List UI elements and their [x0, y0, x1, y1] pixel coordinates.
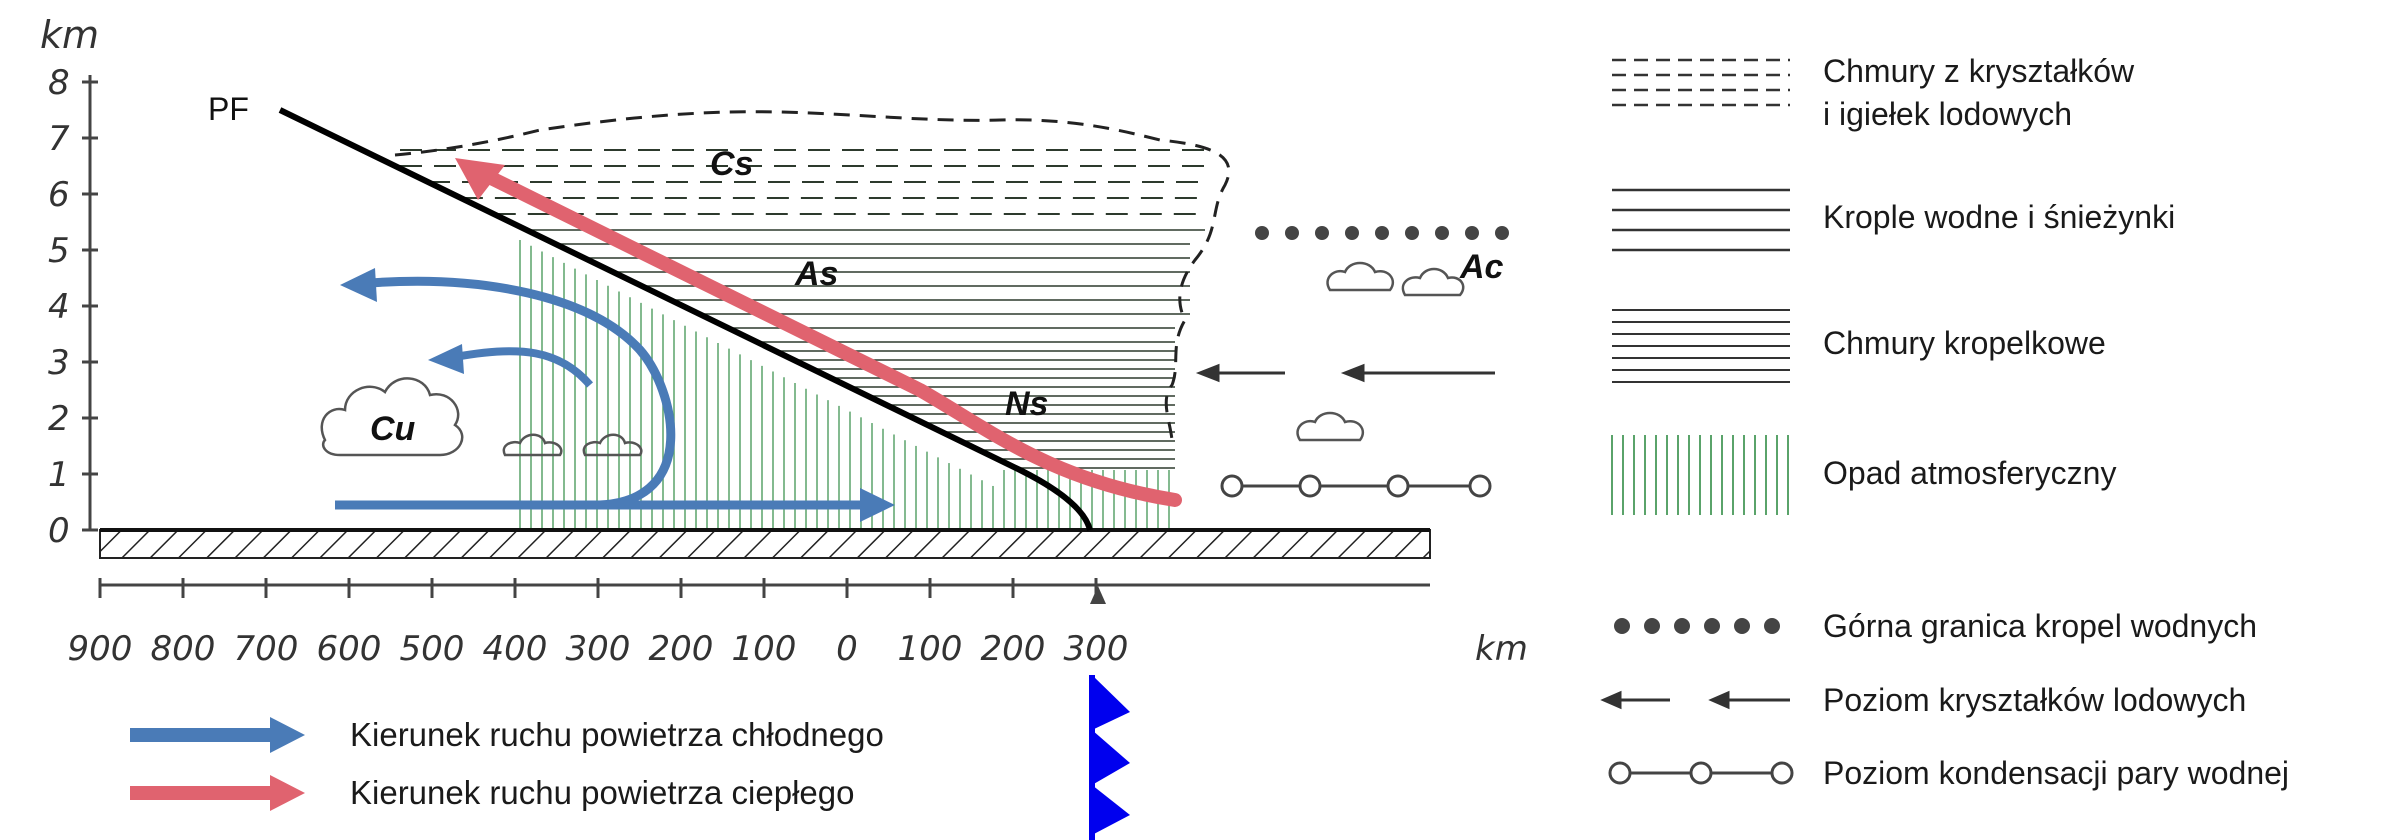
x-tick-label: 900 [68, 629, 133, 669]
x-tick-label: 100 [898, 629, 963, 669]
x-tick-label: 0 [836, 629, 858, 669]
legend-item-precip: Opad atmosferyczny [1823, 455, 2116, 491]
cloud-outline [394, 110, 1231, 441]
cirrostratus-label: Cs [710, 145, 753, 183]
bottom-legend: Kierunek ruchu powietrza chłodnego Kieru… [130, 716, 884, 811]
x-tick-label: 700 [234, 629, 299, 669]
warm-air-arrow-path [478, 168, 1182, 507]
y-tick-label: 6 [48, 175, 70, 215]
x-tick-label: 500 [400, 629, 465, 669]
legend-item-condensation: Poziom kondensacji pary wodnej [1823, 755, 2289, 791]
x-axis-ticks: 900 800 700 600 500 400 300 200 100 0 100 200 300 [68, 578, 1129, 669]
condensation-level-row [1220, 474, 1492, 498]
legend-item-ice-cloud-line1: Chmury z kryształków [1823, 53, 2135, 89]
legend-droplet-cloud-swatch [1612, 309, 1790, 383]
y-axis-ticks: 0 1 2 3 4 5 6 7 8 [48, 63, 98, 551]
right-legend: Chmury z kryształków i igiełek lodowych … [1600, 53, 2289, 791]
ice-level-arrows [1195, 363, 1495, 383]
legend-item-droplet-cloud: Chmury kropelkowe [1823, 325, 2106, 361]
y-tick-label: 3 [48, 343, 70, 383]
ground-strip [99, 529, 1431, 559]
cumulus-cloud [320, 377, 464, 457]
legend-ice-level-swatch [1600, 690, 1790, 710]
front-surface-line [278, 107, 1093, 531]
legend-condensation-swatch [1608, 761, 1794, 785]
small-clouds-left [502, 433, 643, 457]
x-tick-label: 300 [566, 629, 631, 669]
dotted-boundary-row [1255, 226, 1509, 240]
legend-water-snow-swatch [1612, 188, 1790, 252]
legend-item-upper-limit: Górna granica kropel wodnych [1823, 608, 2257, 644]
x-tick-label: 200 [981, 629, 1046, 669]
altocumulus-label: Ac [1459, 248, 1504, 286]
x-tick-label: 100 [732, 629, 797, 669]
cold-air-arrows [335, 268, 895, 522]
altocumulus-clouds [1296, 261, 1465, 442]
legend-upper-limit-swatch [1614, 618, 1780, 634]
warm-air-legend-arrow [130, 775, 305, 811]
legend-ice-cloud-swatch [1612, 58, 1790, 107]
warm-front-symbol [1089, 675, 1130, 840]
x-tick-label: 400 [483, 629, 548, 669]
x-tick-label: 600 [317, 629, 382, 669]
cold-air-legend-label: Kierunek ruchu powietrza chłodnego [350, 716, 884, 753]
front-label: PF [208, 91, 249, 127]
y-tick-label: 0 [48, 511, 70, 551]
y-axis-unit-label: km [40, 13, 99, 57]
cumulus-label: Cu [370, 410, 416, 448]
y-tick-label: 2 [48, 399, 70, 439]
front-position-marker [1090, 586, 1106, 604]
legend-precip-swatch [1611, 435, 1789, 515]
legend-item-water-snow: Krople wodne i śnieżynki [1823, 199, 2175, 235]
legend-item-ice-level: Poziom kryształków lodowych [1823, 682, 2246, 718]
warm-air-arrowhead [455, 158, 505, 200]
warm-air-legend-label: Kierunek ruchu powietrza ciepłego [350, 774, 854, 811]
y-tick-label: 7 [48, 119, 70, 159]
x-axis-unit-label: km [1475, 629, 1528, 669]
cold-air-legend-arrow [130, 717, 305, 753]
y-tick-label: 8 [48, 63, 70, 103]
y-tick-label: 4 [48, 287, 70, 327]
altostratus-label: As [794, 255, 838, 293]
y-axis: km 0 1 2 3 4 5 6 7 8 [40, 13, 99, 551]
y-tick-label: 5 [48, 231, 70, 271]
x-tick-label: 800 [151, 629, 216, 669]
x-tick-label: 300 [1064, 629, 1129, 669]
nimbostratus-label: Ns [1005, 385, 1048, 423]
x-axis: 900 800 700 600 500 400 300 200 100 0 100 200 300 km [68, 578, 1528, 669]
legend-item-ice-cloud-line2: i igiełek lodowych [1823, 96, 2072, 132]
x-tick-label: 200 [649, 629, 714, 669]
y-tick-label: 1 [48, 455, 70, 495]
